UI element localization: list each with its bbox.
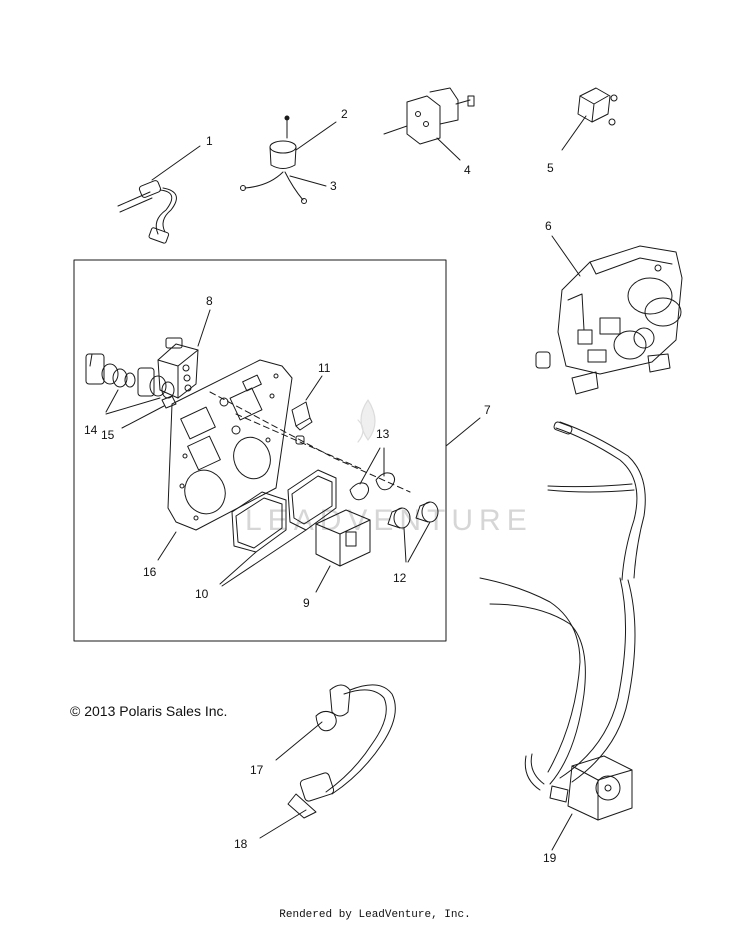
callout-6: 6 xyxy=(545,219,552,233)
part-6-control-module xyxy=(535,235,683,395)
callout-3: 3 xyxy=(330,179,337,193)
callout-7: 7 xyxy=(484,403,491,417)
callout-18: 18 xyxy=(234,837,248,851)
panel-group-frame xyxy=(73,259,447,642)
callout-4: 4 xyxy=(464,163,471,177)
footer-credit: Rendered by LeadVenture, Inc. xyxy=(279,909,471,921)
part-14-toggle-switches xyxy=(85,353,175,415)
part-11-rocker-switch xyxy=(291,375,323,445)
part-1-harness xyxy=(117,145,201,244)
copyright-notice: © 2013 Polaris Sales Inc. xyxy=(70,703,228,719)
part-12-fuse-holders xyxy=(387,501,439,563)
callout-11: 11 xyxy=(318,361,331,375)
callout-8: 8 xyxy=(206,294,213,308)
part-4-relay-bracket xyxy=(383,87,475,161)
callout-16: 16 xyxy=(143,565,157,579)
callout-12: 12 xyxy=(393,571,407,585)
callout-1: 1 xyxy=(206,134,213,148)
callout-9: 9 xyxy=(303,596,310,610)
part-5-relay xyxy=(561,87,618,151)
watermark-text: LEADVENTURE xyxy=(245,504,533,537)
callout-17: 17 xyxy=(250,763,264,777)
part-17-18-coil-assembly xyxy=(259,684,396,839)
part-8-terminal-block xyxy=(157,309,211,399)
callout-15: 15 xyxy=(101,428,115,442)
part-16-mounting-plate xyxy=(157,359,411,561)
part-15-connector xyxy=(121,395,177,429)
callout-10: 10 xyxy=(195,587,209,601)
callout-2: 2 xyxy=(341,107,348,121)
part-13-clamps xyxy=(349,447,396,501)
callout-13: 13 xyxy=(376,427,390,441)
watermark-logo xyxy=(357,399,376,443)
part-19-harness xyxy=(479,421,646,851)
callout-19: 19 xyxy=(543,851,557,865)
part-2-3-toggle-switch xyxy=(240,115,337,204)
part-9-outlet-box xyxy=(315,509,371,593)
part-10-gauges xyxy=(219,469,337,587)
callout-5: 5 xyxy=(547,161,554,175)
callout-labels: 1 2 3 4 5 6 7 8 9 10 11 12 13 14 15 16 1… xyxy=(84,107,557,865)
callout-14: 14 xyxy=(84,423,98,437)
